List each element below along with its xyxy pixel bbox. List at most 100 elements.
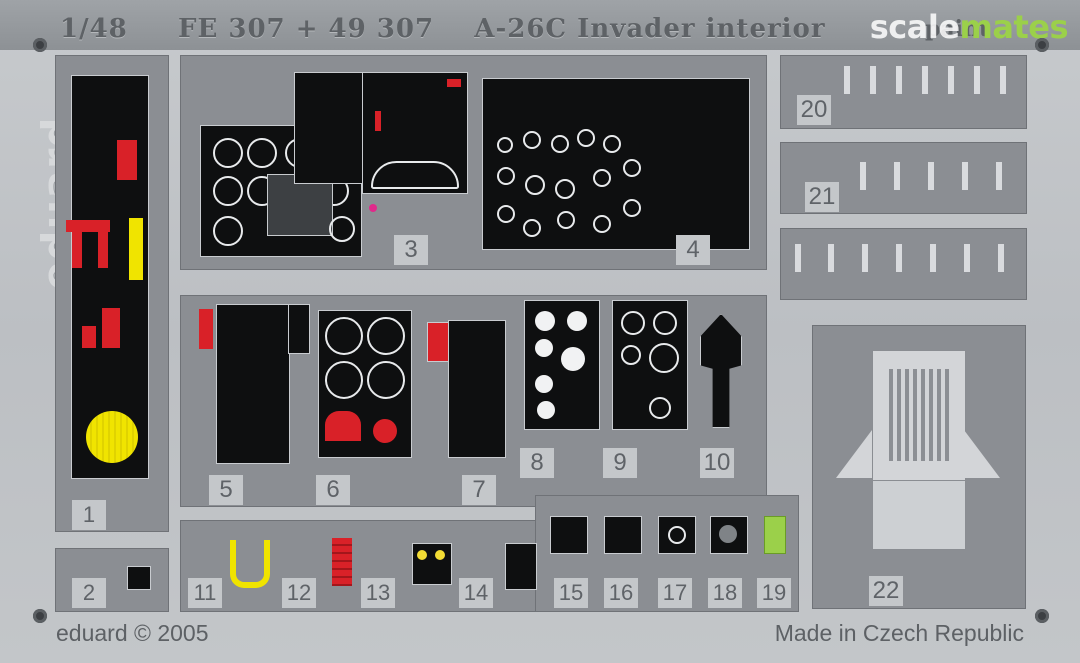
part-number-19: 19 [757,578,791,608]
gauge-4n [593,215,611,233]
yellow-strip [129,218,143,280]
header-tail: paint [925,16,990,42]
switch-21i [896,244,902,272]
arc-gauge-3 [371,161,459,189]
gauge-17 [668,526,686,544]
gauge-4a [497,137,513,153]
part-22-base [872,480,966,550]
part-5-side [288,304,310,354]
part-number-9: 9 [603,448,637,478]
switch-20b [870,66,876,94]
part-number-3: 3 [394,235,428,265]
gauge-9a [621,311,645,335]
part-number-14: 14 [459,578,493,608]
red-label-b [102,308,120,348]
lamp-18 [719,525,737,543]
part-number-21: 21 [805,182,839,212]
part-14 [505,543,537,590]
part-number-11: 11 [188,578,222,608]
part-16 [604,516,642,554]
magenta-dot [369,204,377,212]
part-5 [199,304,290,464]
lamp-8a [535,311,555,331]
gauge-4l [523,219,541,237]
switch-21a [860,162,866,190]
red-label-6 [325,411,361,441]
red-tags-5 [199,309,213,349]
gauge-9e [649,397,671,419]
gauge-4f [497,167,515,185]
switch-20d [922,66,928,94]
lamp-8c [535,339,553,357]
header-band: 1/48 FE 307 + 49 307 A-26C Invader inter… [0,0,1080,50]
lamp-13a [417,550,427,560]
mount-hole-tr [1035,38,1049,52]
part-number-10: 10 [700,448,734,478]
switch-20a [844,66,850,94]
part-number-7: 7 [462,475,496,505]
scalemates-watermark: scalemates [870,8,1069,46]
red-label-a [82,326,96,348]
part-3-center-box [267,174,333,236]
part-number-17: 17 [658,578,692,608]
gauge-4g [525,175,545,195]
switch-21d [962,162,968,190]
gauge-3i [329,216,355,242]
switch-21b [894,162,900,190]
gauge-4j [623,159,641,177]
lamp-8d [561,347,585,371]
part-2 [127,566,151,590]
gauge-6c [325,361,363,399]
gauge-4d [577,129,595,147]
origin-text: Made in Czech Republic [774,620,1024,646]
switch-21f [795,244,801,272]
part-number-15: 15 [554,578,588,608]
part-number-8: 8 [520,448,554,478]
lamp-8b [567,311,587,331]
part-number-18: 18 [708,578,742,608]
red-button-6 [373,419,397,443]
switch-21c [928,162,934,190]
frame-part-21b [780,228,1027,300]
switch-20c [896,66,902,94]
scale-label: 1/48 [60,14,128,44]
part-4-panel [482,78,750,250]
part-7 [448,320,506,458]
switch-21k [964,244,970,272]
red-placard [117,140,137,180]
part-19-green [764,516,786,554]
part-1-panel [66,75,149,479]
gauge-4m [557,211,575,229]
red-handle-right [98,220,108,268]
part-number-5: 5 [209,475,243,505]
part-8 [524,300,600,430]
part-3-left-panel [200,125,362,257]
part-12-red-strip [332,538,352,586]
product-code: FE 307 + 49 307 [178,14,435,44]
switch-21g [828,244,834,272]
switch-21h [862,244,868,272]
gauge-3h [213,216,243,246]
switch-20g [1000,66,1006,94]
switch-21e [996,162,1002,190]
part-17 [658,516,696,554]
part-18 [710,516,748,554]
part-number-4: 4 [676,235,710,265]
part-7-tab [427,322,449,362]
part-number-20: 20 [797,95,831,125]
mount-hole-tl [33,38,47,52]
yellow-dial [86,411,138,463]
lamp-8f [537,401,555,419]
switch-20e [948,66,954,94]
watermark-part2: mates [959,8,1069,46]
product-title: A-26C Invader interior [474,14,826,44]
part-3-upper-left [294,72,366,184]
part-11-yellow-clip [230,540,270,588]
part-number-12: 12 [282,578,316,608]
part-15 [550,516,588,554]
switch-20f [974,66,980,94]
red-marker-3 [375,111,381,131]
gauge-4i [593,169,611,187]
gauge-9d [649,343,679,373]
